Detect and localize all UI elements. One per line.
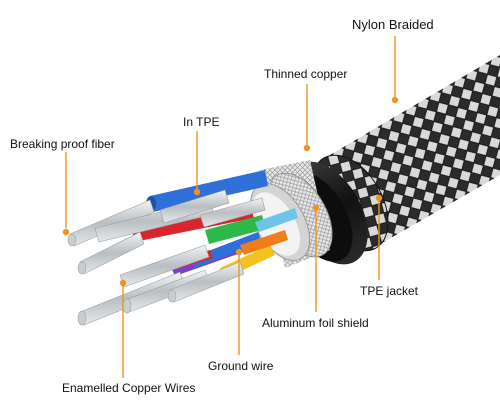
inner-colored-wires bbox=[133, 170, 298, 278]
label-nylon-braided: Nylon Braided bbox=[352, 17, 434, 32]
label-breaking-proof-fiber: Breaking proof fiber bbox=[10, 137, 115, 151]
label-in-tpe: In TPE bbox=[183, 115, 220, 129]
label-tpe-jacket: TPE jacket bbox=[360, 284, 419, 298]
label-thinned-copper: Thinned copper bbox=[264, 67, 348, 81]
label-ground-wire: Ground wire bbox=[208, 359, 274, 373]
label-aluminum-foil-shield: Aluminum foil shield bbox=[262, 316, 369, 330]
callout-lines bbox=[62, 36, 399, 378]
label-enamelled-copper-wires: Enamelled Copper Wires bbox=[62, 381, 196, 395]
copper-strands bbox=[67, 189, 266, 326]
